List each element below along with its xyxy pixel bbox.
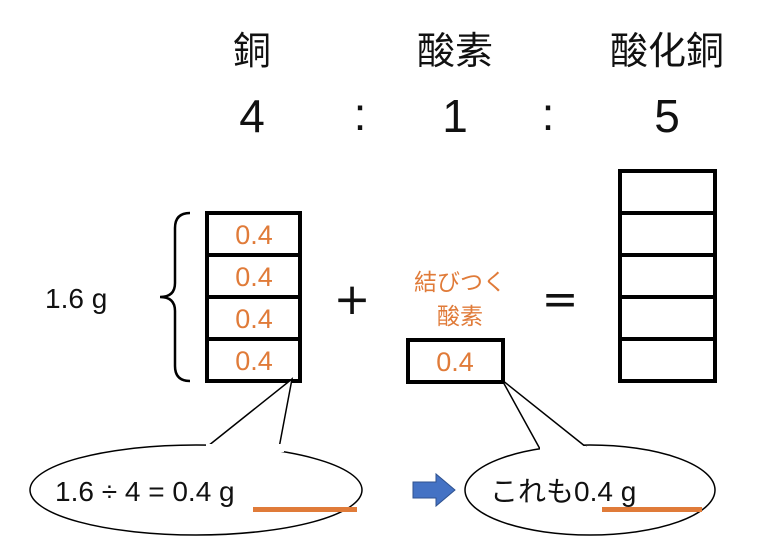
copper-cell: 0.4 [235, 220, 273, 250]
equals-sign: = [542, 274, 579, 325]
copper-cell: 0.4 [235, 346, 273, 376]
callout-prefix: これも [490, 476, 574, 507]
svg-text:これも0.4 g: これも0.4 g [490, 476, 636, 507]
header-copper: 銅 [233, 29, 271, 73]
copper-total: 1.6 g [45, 283, 107, 314]
bound-oxygen-label: 酸素 [437, 304, 483, 330]
callout-expression: 1.6 ÷ 4 = [55, 476, 172, 507]
copper-column [205, 211, 302, 383]
copper-oxide-column [618, 169, 717, 383]
callout-right: これも0.4 g [464, 379, 716, 536]
oxygen-cell-box [406, 338, 505, 384]
header-oxygen: 酸素 [417, 29, 493, 73]
ratio-copper: 4 [239, 90, 265, 142]
result-underline [253, 507, 357, 512]
svg-text:1.6 ÷ 4 = 0.4 g: 1.6 ÷ 4 = 0.4 g [55, 476, 235, 507]
copper-cell: 0.4 [235, 262, 273, 292]
ratio-oxygen: 1 [442, 90, 468, 142]
bound-oxygen-label: 結びつく [414, 270, 506, 296]
ratio-separator: : [542, 88, 555, 140]
result-underline [602, 507, 702, 512]
copper-cell: 0.4 [235, 304, 273, 334]
brace [159, 211, 191, 383]
arrow-right-icon [412, 472, 456, 508]
callout-result: 0.4 g [172, 476, 234, 507]
ratio-separator: : [354, 88, 367, 140]
oxygen-cell: 0.4 [436, 347, 474, 377]
header-copper-oxide: 酸化銅 [610, 29, 724, 73]
ratio-copper-oxide: 5 [654, 90, 680, 142]
callout-result: 0.4 g [574, 476, 636, 507]
callout-left: 1.6 ÷ 4 = 0.4 g [29, 377, 363, 536]
plus-sign: + [334, 274, 371, 325]
